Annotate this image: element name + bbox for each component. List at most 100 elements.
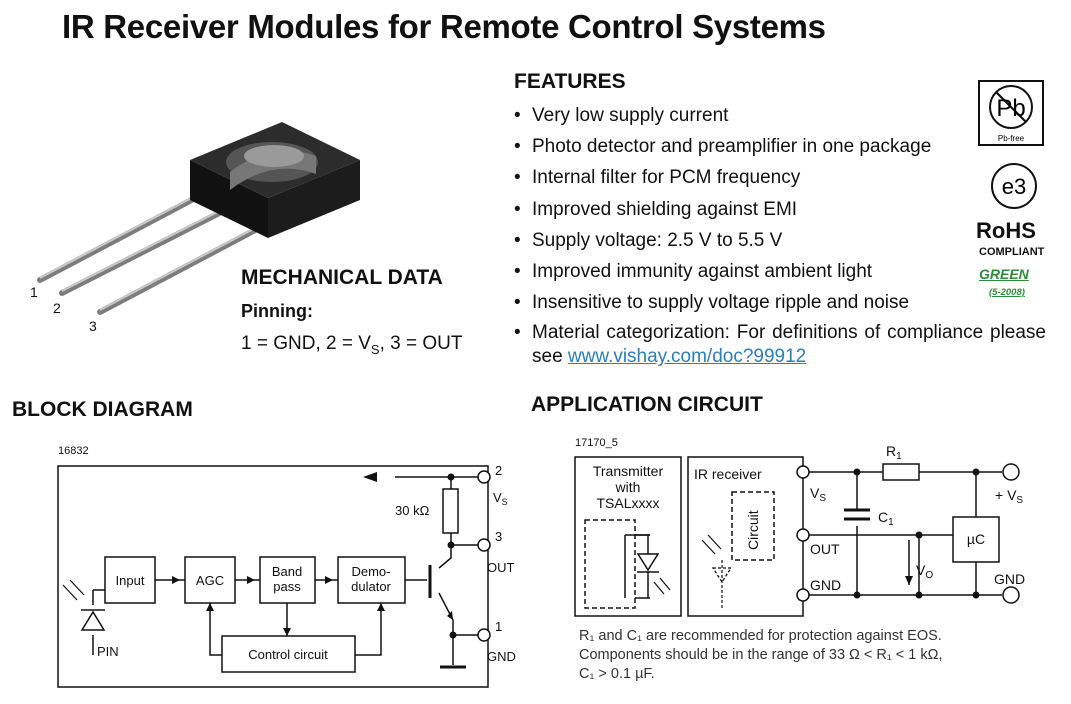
pb-text: Pb: [996, 95, 1025, 122]
block-diagram-heading: BLOCK DIAGRAM: [12, 398, 193, 421]
component-illustration: [37, 122, 360, 315]
list-item: Improved immunity against ambient light: [514, 259, 1046, 290]
input-block: [104, 556, 156, 604]
photodiode-icon: [80, 610, 106, 631]
transmitter-label: Transmitter: [593, 463, 664, 479]
gnd-label: GND: [810, 577, 841, 593]
compliant-label: COMPLIANT: [979, 246, 1045, 258]
pinning-part: , 3 = OUT: [379, 333, 463, 354]
list-item: Material categorization: For definitions…: [514, 321, 1046, 369]
features-heading: FEATURES: [514, 70, 626, 93]
page-title: IR Receiver Modules for Remote Control S…: [62, 8, 826, 45]
application-circuit: 17170_5 Transmitter with TSALxxxx IR rec…: [574, 437, 1025, 617]
e3-badge: e3: [991, 163, 1037, 209]
plus-vs-subscript: S: [1016, 495, 1023, 506]
pass-label: pass: [273, 579, 301, 594]
emission-arrows-icon: [653, 534, 722, 595]
list-item: Internal filter for PCM frequency: [514, 165, 1046, 196]
transmitter-with-label: with: [615, 479, 641, 495]
application-note: R₁ and C₁ are recommended for protection…: [579, 627, 1049, 684]
c1-label: C1: [878, 509, 894, 528]
microcontroller-label: µC: [967, 531, 985, 547]
r1-text: R: [886, 443, 896, 459]
note-line: C₁ > 0.1 µF.: [579, 666, 655, 682]
pin-label: PIN: [97, 644, 119, 659]
vo-text: V: [916, 562, 926, 578]
terminal-1: [477, 628, 491, 642]
c1-text: C: [878, 509, 888, 525]
out-label: OUT: [810, 541, 840, 557]
list-item: Supply voltage: 2.5 V to 5.5 V: [514, 228, 1046, 259]
list-item: Insensitive to supply voltage ripple and…: [514, 290, 1046, 321]
resistor-30k: [442, 488, 459, 534]
demo-label: Demo-: [351, 564, 390, 579]
ir-receiver-label: IR receiver: [694, 466, 762, 482]
pinning-label: Pinning:: [241, 301, 313, 321]
plus-vs-terminal: [1002, 463, 1020, 481]
green-label: GREEN: [979, 266, 1029, 282]
dulator-label: dulator: [351, 579, 391, 594]
component-body: [190, 122, 360, 238]
pb-free-badge: Pb Pb-free: [978, 80, 1044, 146]
input-label: Input: [116, 573, 145, 588]
bandpass-block: [259, 556, 316, 604]
out-label: OUT: [487, 560, 515, 575]
e3-text: e3: [1002, 174, 1026, 199]
resistor-r1: [882, 463, 920, 481]
vs-subscript: S: [502, 497, 508, 507]
circuit-label: Circuit: [745, 510, 761, 550]
features-list: Very low supply current Photo detector a…: [514, 103, 1046, 369]
green-date-label: (5-2008): [989, 287, 1025, 298]
vs-text: V: [493, 490, 502, 505]
pinning-part: 1 = GND, 2 = V: [241, 333, 371, 354]
pinning-text: 1 = GND, 2 = VS, 3 = OUT: [241, 333, 462, 357]
microcontroller-block: [952, 516, 1000, 563]
gnd-label: GND: [487, 649, 516, 664]
vo-label: VO: [916, 562, 933, 581]
agc-block: [184, 556, 236, 604]
r1-subscript: 1: [896, 451, 902, 462]
resistor-label: 30 kΩ: [395, 503, 430, 518]
list-item-text: Material categorization: For definitions…: [532, 322, 1046, 368]
terminal-3-label: 3: [495, 529, 502, 544]
vs-subscript: S: [819, 493, 826, 504]
rohs-label: RoHS: [976, 218, 1036, 243]
plus-vs-text: + V: [995, 487, 1017, 503]
light-arrows-icon: [62, 579, 85, 601]
ir-led-icon: [636, 553, 660, 572]
gnd-terminal: [1002, 586, 1020, 604]
pb-free-text: Pb-free: [998, 134, 1025, 143]
control-circuit-block: [221, 635, 356, 673]
note-line: Components should be in the range of 33 …: [579, 647, 943, 663]
vs-label: VS: [493, 490, 508, 507]
r1-label: R1: [886, 443, 902, 462]
figure-id: 16832: [58, 445, 89, 457]
receiver-diode-icon: [711, 567, 733, 584]
component-leads: [37, 182, 281, 315]
control-circuit-label: Control circuit: [248, 647, 328, 662]
list-item: Improved shielding against EMI: [514, 197, 1046, 228]
terminal-3: [477, 538, 491, 552]
vs-text: V: [810, 485, 820, 501]
agc-label: AGC: [196, 573, 224, 588]
figure-id: 17170_5: [575, 437, 618, 449]
list-item: Photo detector and preamplifier in one p…: [514, 134, 1046, 165]
demodulator-block: [337, 556, 406, 604]
application-circuit-heading: APPLICATION CIRCUIT: [531, 393, 763, 416]
terminal-1-label: 1: [495, 619, 502, 634]
vs-label: VS: [810, 485, 826, 504]
plus-vs-label: + VS: [995, 487, 1023, 506]
transmitter-block: [574, 456, 682, 617]
mechanical-data-heading: MECHANICAL DATA: [241, 266, 443, 289]
terminal-2-label: 2: [495, 463, 502, 478]
transmitter-model-label: TSALxxxx: [596, 495, 659, 511]
gnd-right-label: GND: [994, 571, 1025, 587]
c1-subscript: 1: [888, 517, 894, 528]
lead-number-2: 2: [53, 300, 61, 316]
vs-subscript: S: [370, 341, 380, 357]
compliance-link[interactable]: www.vishay.com/doc?99912: [567, 346, 807, 368]
band-label: Band: [272, 564, 302, 579]
block-diagram: 16832 Input AGC Band pass Demo- dulator …: [57, 445, 516, 688]
list-item: Very low supply current: [514, 103, 1046, 134]
terminal-2: [477, 470, 491, 484]
